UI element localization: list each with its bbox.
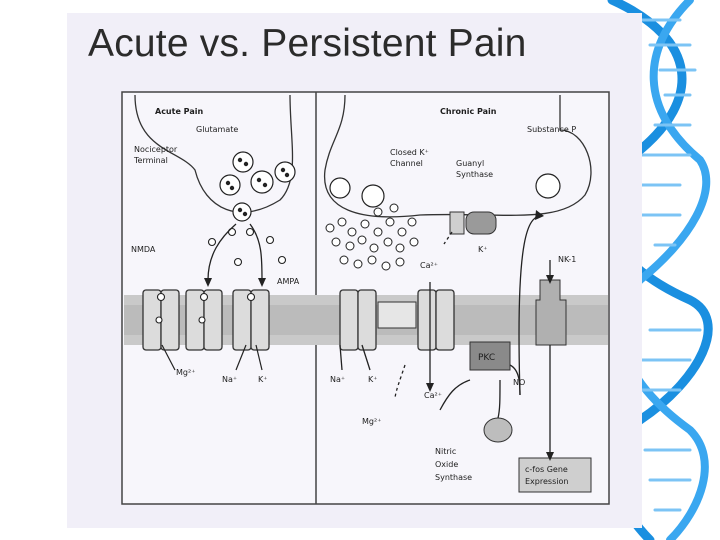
- closed-k-channel: [449, 211, 465, 235]
- nociceptor-label-1: Nociceptor: [134, 145, 178, 154]
- glutamate-vesicles: [219, 151, 296, 222]
- nociceptor-label-2: Terminal: [133, 156, 168, 165]
- nociceptor-terminal-right: [324, 94, 592, 218]
- gene-label-1: c-fos Gene: [525, 465, 568, 474]
- vesicle-dots-left: [225, 157, 290, 217]
- ion-arrows-left: [161, 344, 263, 371]
- guanyl-label-1: Guanyl: [456, 159, 484, 168]
- guanyl-synthase: [465, 211, 497, 235]
- ampa-receptor: [232, 289, 270, 351]
- k-label-right-top: K⁺: [478, 245, 487, 254]
- mg-dashed-arrow: [394, 364, 406, 399]
- pkc-label: PKC: [478, 353, 495, 363]
- chronic-pain-heading: Chronic Pain: [440, 107, 497, 116]
- glutamate-label: Glutamate: [196, 125, 238, 134]
- nitric-label-2: Oxide: [435, 460, 458, 469]
- mg-label-right: Mg²⁺: [362, 417, 381, 426]
- nmda-label: NMDA: [131, 245, 156, 254]
- ampa-label: AMPA: [277, 277, 300, 286]
- nitric-label-3: Synthase: [435, 473, 472, 482]
- channel-link-right: [377, 301, 417, 329]
- guanyl-label-2: Synthase: [456, 170, 493, 179]
- no-label: NO: [513, 378, 525, 387]
- substance-p-label: Substance P: [527, 125, 576, 134]
- glutamate-cloud-right: [325, 203, 419, 271]
- ca-label-top: Ca²⁺: [420, 261, 438, 270]
- closed-k-label-2: Channel: [390, 159, 423, 168]
- k-label-left: K⁺: [258, 375, 267, 384]
- na-label-left: Na⁺: [222, 375, 237, 384]
- glutamate-molecules-left: [207, 227, 287, 267]
- arrowheads-right: [426, 210, 554, 461]
- k-label-right: K⁺: [368, 375, 377, 384]
- pkc-box: [469, 341, 511, 371]
- bound-molecules-left: [155, 292, 256, 324]
- nk1-receptor: [535, 279, 567, 346]
- nitric-label-1: Nitric: [435, 447, 456, 456]
- nitric-oxide-synthase-blob: [483, 417, 513, 443]
- na-label-right: Na⁺: [330, 375, 345, 384]
- closed-k-label-1: Closed K⁺: [390, 148, 429, 157]
- ca-label-bottom: Ca²⁺: [424, 391, 442, 400]
- receptors-right: [339, 289, 455, 351]
- arrowheads-left: [204, 278, 266, 287]
- vesicles-right: [329, 173, 561, 208]
- acute-pain-heading: Acute Pain: [155, 107, 203, 116]
- slide-title: Acute vs. Persistent Pain: [88, 22, 527, 65]
- nociceptor-terminal-left: [134, 94, 294, 213]
- gene-expression-box: [518, 457, 592, 493]
- nk1-label: NK-1: [558, 255, 576, 264]
- gene-label-2: Expression: [525, 477, 568, 486]
- helix-rungs: [628, 18, 702, 512]
- k-dashed-arrow: [443, 231, 453, 245]
- mg-label-left: Mg²⁺: [176, 368, 195, 377]
- release-arrows-left: [207, 223, 263, 281]
